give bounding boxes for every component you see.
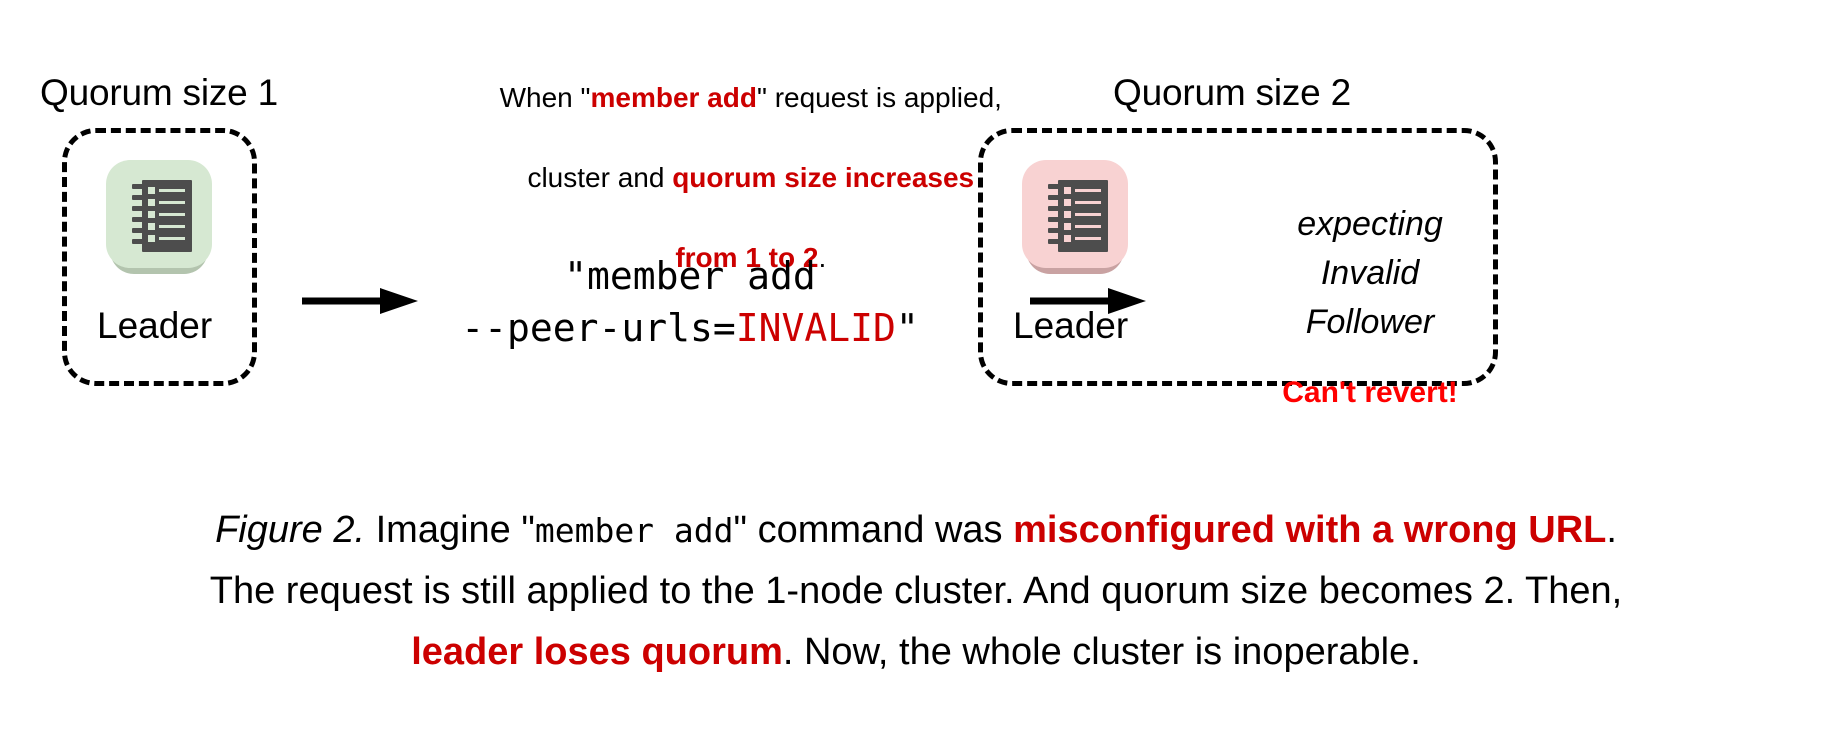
caption-seg3: " command was [733,509,1014,551]
left-cluster-box [62,128,257,386]
command-invalid-value: INVALID [735,306,896,350]
caption-leader-loses-quorum-emphasis: leader loses quorum [411,631,783,673]
follower-note-line-2: Invalid [1320,254,1420,292]
annotation-member-add-emphasis: member add [590,82,757,113]
right-node-label: Leader [1013,305,1129,346]
follower-note-line-1: expecting [1297,205,1443,243]
right-cluster-box [978,128,1498,386]
command-line1: "member add [564,254,816,298]
caption-seg5: . [1606,509,1617,551]
caption-seg6: The request is still applied to the 1-no… [209,570,1623,612]
annotation-quorum-increase-emphasis: quorum size increases [672,162,975,193]
server-rack-icon [1048,180,1108,252]
annotation-line2-pre: cluster and [527,162,673,193]
annotation-line1-pre: When " [499,82,591,113]
server-rack-icon [132,180,192,252]
annotation-from-1-to-2-emphasis: from 1 to 2 [675,242,819,273]
caption-seg1: Imagine " [365,509,535,551]
right-node-icon-group [1022,160,1128,278]
caption-seg8: . Now, the whole cluster is inoperable. [782,631,1421,673]
annotation-line1-post: " request is applied, [756,82,1002,113]
caption-member-add-code: member add [534,511,734,550]
command-text: "member add --peer-urls=INVALID" [430,250,950,354]
caption-misconfigured-emphasis: misconfigured with a wrong URL [1013,509,1607,551]
left-cluster-title: Quorum size 1 [40,72,278,113]
arrow-left-to-command-icon [302,288,418,314]
annotation-text: When "member add" request is applied, cl… [398,38,1088,278]
annotation-line3-post: . [818,242,827,273]
caption-figure-label: Figure 2. [215,509,366,551]
arrow-command-to-right-icon [1030,288,1146,314]
command-line2-pre: --peer-urls= [461,306,736,350]
right-cluster-title: Quorum size 2 [1113,72,1351,113]
command-line2-post: " [895,306,919,350]
cant-revert-warning: Can't revert! [1282,376,1458,409]
left-node-label: Leader [97,305,213,346]
follower-note: expecting Invalid Follower [1250,200,1490,347]
left-node-icon-group [106,160,212,278]
figure-caption: Figure 2. Imagine "member add" command w… [66,500,1766,683]
follower-note-line-3: Follower [1305,303,1435,341]
